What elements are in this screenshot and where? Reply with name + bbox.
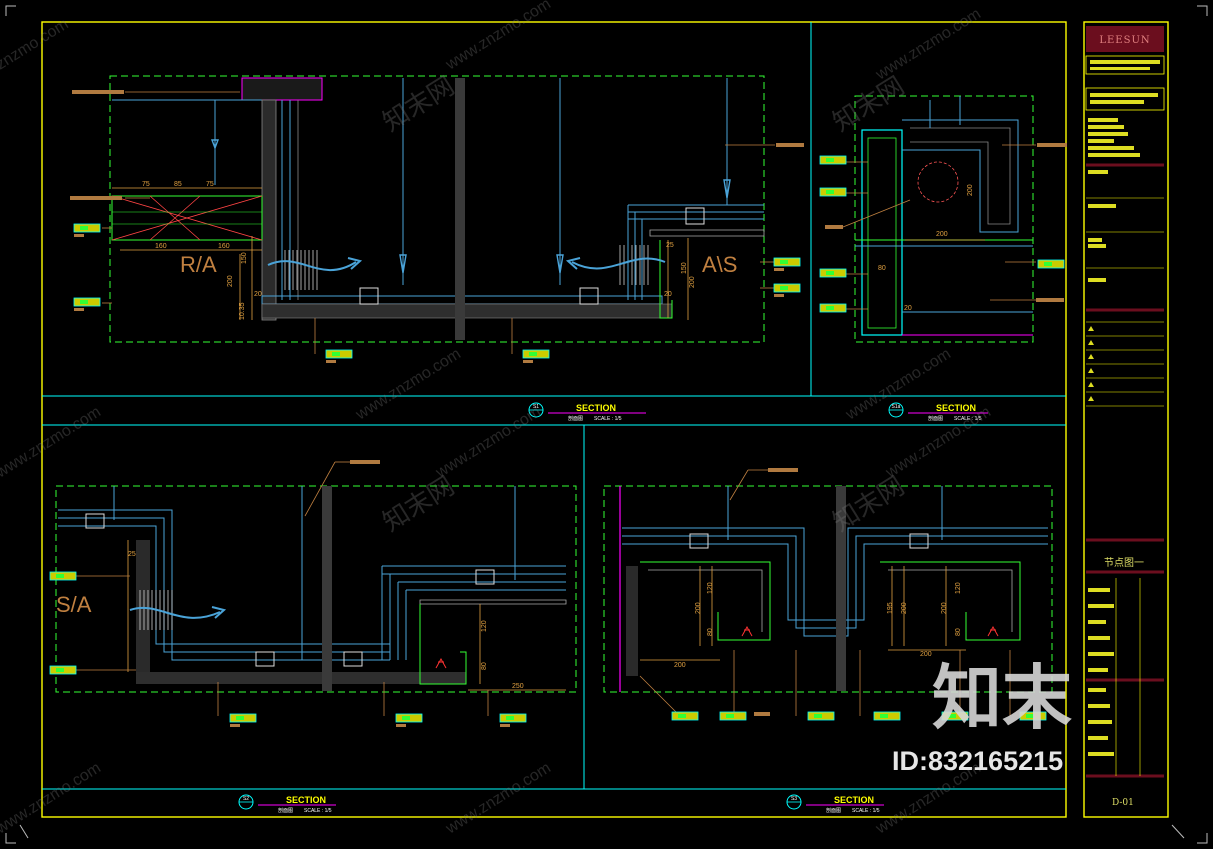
crop-marks [5,5,1208,844]
dim-160a: 160 [155,243,167,250]
sheet-frame [41,21,1169,818]
dim-80-s3a: 80 [707,628,714,636]
dim-200-s3c: 200 [901,602,908,614]
section-title-s1a: S1a SECTION 剖面图 SCALE : 1/5 [888,402,988,422]
company-logo: LEESUN [1099,35,1150,46]
dim-80-s3b: 80 [955,628,962,636]
section-title-s1: S1 SECTION 剖面图 SCALE : 1/5 [528,402,646,422]
section-tag-s1a: S1a [892,404,901,410]
callout-tags-s3 [671,711,1047,721]
dim-20b: 20 [664,291,672,298]
section-tag-s1: S1 [533,404,539,410]
section-label-s1: SECTION [576,403,616,413]
section-sub-s3: 剖面图 [826,807,841,814]
dim-120-s3b: 120 [955,582,962,594]
dim-10-35: 10.35 [239,302,246,320]
dim-200-s3e: 200 [920,651,932,658]
callout-tags-s1a [819,155,1065,313]
dim-25: 25 [666,242,674,249]
detail-panel-s1: 75 85 75 160 160 200 150 20 10.35 25 20 … [70,75,804,363]
section-label-s3: SECTION [834,795,874,805]
dim-20a: 20 [254,291,262,298]
dim-200c: 200 [936,231,948,238]
section-title-s2: S2 SECTION 剖面图 SCALE : 1/5 [238,794,336,814]
panel-dividers [42,22,1066,790]
title-block: LEESUN [1085,26,1165,808]
detail-panel-s3: 200 120 80 200 195 200 200 120 80 200 [603,468,1053,721]
section-sub-s1a: 剖面图 [928,415,943,422]
dim-120: 120 [481,620,488,632]
detail-panel-s1a: 80 200 200 20 [819,95,1067,343]
asset-id-watermark: ID:832165215 [892,746,1063,776]
callout-tags-s2 [49,571,527,727]
dim-25-s2: 25 [128,551,136,558]
section-sub-s2: 剖面图 [278,807,293,814]
dim-200: 200 [227,275,234,287]
sheet-title: 节点图一 [1104,557,1144,569]
section-scale-s1a: SCALE : 1/5 [954,416,982,422]
detail-panel-s2: 25 120 80 250 S/A [49,460,577,727]
dim-80-s2: 80 [481,662,488,670]
section-tag-s2: S2 [243,796,249,802]
dim-150b: 150 [681,262,688,274]
return-air-label: R/A [180,252,217,277]
dim-75a: 75 [142,181,150,188]
section-label-s2: SECTION [286,795,326,805]
callout-tags-s1 [73,223,801,363]
section-tag-s3: S3 [791,796,797,802]
dim-200b: 200 [689,276,696,288]
dim-85: 85 [174,181,182,188]
dim-200-s3d: 200 [941,602,948,614]
section-scale-s1: SCALE : 1/5 [594,416,622,422]
dim-20c: 20 [904,305,912,312]
supply-air-label-mirrored: A\S [702,252,737,277]
section-scale-s2: SCALE : 1/5 [304,808,332,814]
dim-200-s3b: 200 [674,662,686,669]
znzmo-logo-watermark: 知末 [932,657,1072,739]
dim-75b: 75 [206,181,214,188]
dim-150: 150 [241,252,248,264]
dim-80: 80 [878,265,886,272]
section-sub-s1: 剖面图 [568,415,583,422]
section-scale-s3: SCALE : 1/5 [852,808,880,814]
dim-200-s3a: 200 [695,602,702,614]
sheet-number: D-01 [1112,798,1134,808]
section-title-s3: S3 SECTION 剖面图 SCALE : 1/5 [786,794,884,814]
dim-160b: 160 [218,243,230,250]
dim-200d: 200 [967,184,974,196]
section-label-s1a: SECTION [936,403,976,413]
dim-120-s3a: 120 [707,582,714,594]
dim-250: 250 [512,683,524,690]
dim-195: 195 [887,602,894,614]
supply-air-label: S/A [56,592,92,617]
